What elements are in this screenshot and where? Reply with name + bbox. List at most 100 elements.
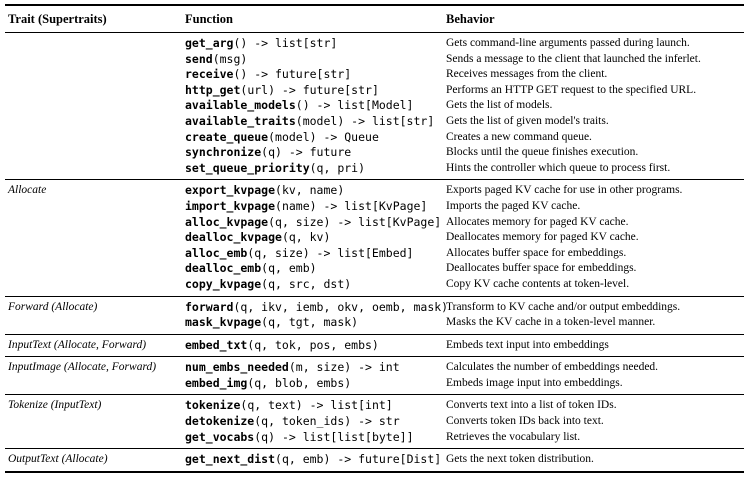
trait-cell: OutputText (Allocate) [5,449,185,472]
table-row: set_queue_priority(q, pri) Hints the con… [5,161,744,180]
table-row: OutputText (Allocate) get_next_dist(q, e… [5,449,744,472]
table-section: OutputText (Allocate) get_next_dist(q, e… [5,448,744,472]
trait-cell [5,98,185,114]
behavior-cell: Transform to KV cache and/or output embe… [446,300,681,313]
header-function: Function [185,5,446,33]
table-row: InputImage (Allocate, Forward) num_embs_… [5,357,744,376]
behavior-cell: Exports paged KV cache for use in other … [446,184,683,197]
table-row: Tokenize (InputText) tokenize(q, text) -… [5,395,744,414]
trait-label: InputImage (Allocate, Forward) [8,361,157,374]
function-signature: (q, text) -> list[int] [240,398,393,413]
function-cell: send(msg) [185,52,446,68]
behavior-cell: Gets command-line arguments passed durin… [446,37,690,49]
behavior-cell: Sends a message to the client that launc… [446,52,701,65]
function-name: dealloc_kvpage [185,230,282,245]
function-name: available_models [185,98,296,113]
function-signature: (model) -> list[str] [295,113,435,128]
function-signature: (q, token_ids) -> str [254,414,400,429]
trait-label: Allocate [8,184,47,197]
trait-label: Tokenize (InputText) [8,399,102,412]
function-cell: receive() -> future[str] [185,67,446,83]
function-cell: get_arg() -> list[str] [185,33,446,52]
function-name: set_queue_priority [185,160,310,175]
function-cell: tokenize(q, text) -> list[int] [185,395,446,414]
function-signature: (q) -> list[list[byte]] [254,429,414,444]
function-cell: detokenize(q, token_ids) -> str [185,414,446,430]
function-signature: (m, size) -> int [288,360,400,375]
function-signature: (q, blob, embs) [247,375,352,390]
function-signature: (name) -> list[KvPage] [275,198,428,213]
function-name: copy_kvpage [185,276,262,291]
function-name: create_queue [185,129,269,144]
function-signature: () -> list[str] [233,36,338,50]
behavior-cell: Masks the KV cache in a token-level mann… [446,316,656,329]
function-cell: alloc_emb(q, size) -> list[Embed] [185,246,446,262]
function-cell: num_embs_needed(m, size) -> int [185,357,446,376]
function-cell: dealloc_emb(q, emb) [185,261,446,277]
trait-cell: Tokenize (InputText) [5,395,185,414]
trait-cell [5,114,185,130]
table-row: Allocate export_kvpage(kv, name) Exports… [5,180,744,199]
function-cell: http_get(url) -> future[str] [185,83,446,99]
function-cell: get_vocabs(q) -> list[list[byte]] [185,430,446,449]
behavior-cell: Converts text into a list of token IDs. [446,399,617,412]
function-name: forward [185,299,234,314]
header-behavior: Behavior [446,5,744,33]
trait-cell: Forward (Allocate) [5,296,185,315]
trait-cell [5,161,185,180]
trait-cell [5,199,185,215]
function-name: embed_txt [185,337,248,352]
function-cell: forward(q, ikv, iemb, okv, oemb, mask) [185,296,446,315]
function-name: receive [185,67,234,82]
trait-cell: Allocate [5,180,185,199]
function-signature: (q, pri) [309,160,366,175]
table-row: mask_kvpage(q, tgt, mask) Masks the KV c… [5,315,744,334]
table-section: Tokenize (InputText) tokenize(q, text) -… [5,394,744,449]
table-row: available_traits(model) -> list[str] Get… [5,114,744,130]
trait-cell [5,230,185,246]
table-row: http_get(url) -> future[str] Performs an… [5,83,744,99]
trait-cell [5,414,185,430]
table-row: Forward (Allocate) forward(q, ikv, iemb,… [5,296,744,315]
trait-cell [5,33,185,52]
function-name: synchronize [185,145,262,160]
function-cell: embed_txt(q, tok, pos, embs) [185,334,446,357]
trait-cell [5,67,185,83]
table-row: dealloc_emb(q, emb) Deallocates buffer s… [5,261,744,277]
table-row: create_queue(model) -> Queue Creates a n… [5,130,744,146]
traits-table: Trait (Supertraits) Function Behavior ge… [5,4,744,473]
function-signature: (q, emb) [261,261,317,276]
trait-cell [5,261,185,277]
behavior-cell: Calculates the number of embeddings need… [446,361,659,374]
function-signature: (q, emb) -> future[Dist] [275,452,442,467]
behavior-cell: Retrieves the vocabulary list. [446,430,581,443]
function-signature: () -> list[Model] [295,98,414,113]
table-row: available_models() -> list[Model] Gets t… [5,98,744,114]
function-signature: (q, size) -> list[KvPage] [268,214,442,229]
table-row: detokenize(q, token_ids) -> str Converts… [5,414,744,430]
behavior-cell: Embeds text input into embeddings [446,338,609,351]
trait-cell [5,315,185,334]
trait-cell: InputText (Allocate, Forward) [5,334,185,357]
trait-cell [5,215,185,231]
behavior-cell: Creates a new command queue. [446,130,592,143]
function-signature: (q, src, dst) [261,276,352,291]
function-signature: (kv, name) [275,183,345,198]
function-cell: dealloc_kvpage(q, kv) [185,230,446,246]
function-signature: (model) -> Queue [268,129,379,144]
table-row: embed_img(q, blob, embs) Embeds image in… [5,376,744,395]
trait-cell [5,246,185,262]
function-signature: (msg) [212,51,248,66]
behavior-cell: Hints the controller which queue to proc… [446,161,671,174]
table-row: alloc_kvpage(q, size) -> list[KvPage] Al… [5,215,744,231]
function-signature: (q, size) -> list[Embed] [247,245,414,260]
function-cell: available_traits(model) -> list[str] [185,114,446,130]
function-signature: (q, kv) [281,230,331,245]
table-row: get_vocabs(q) -> list[list[byte]] Retrie… [5,430,744,449]
function-signature: (q, tgt, mask) [261,315,359,330]
behavior-cell: Blocks until the queue finishes executio… [446,146,639,159]
function-cell: import_kvpage(name) -> list[KvPage] [185,199,446,215]
function-name: detokenize [185,414,255,429]
trait-label: InputText (Allocate, Forward) [8,338,147,351]
behavior-cell: Receives messages from the client. [446,68,608,81]
